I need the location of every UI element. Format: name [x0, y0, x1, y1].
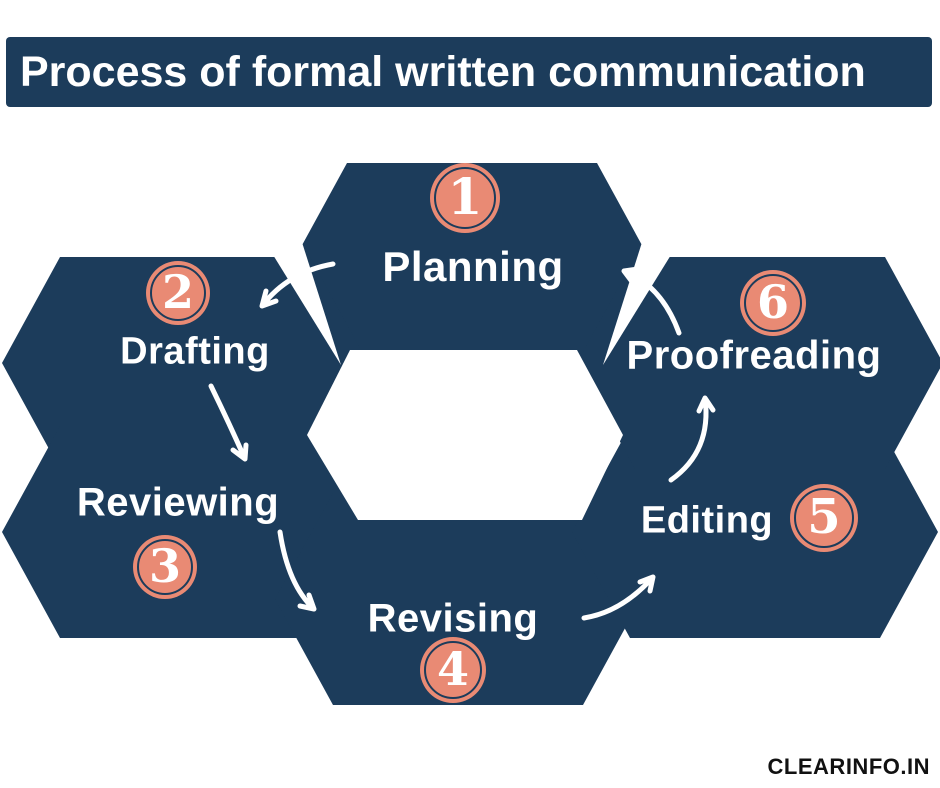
step-badge-5: 5 — [790, 484, 858, 552]
hexagon-editing — [572, 426, 938, 638]
step-label-editing: Editing — [640, 499, 774, 542]
step-number-1: 1 — [447, 166, 483, 226]
step-number-4: 4 — [436, 641, 469, 696]
seam-top-left — [270, 236, 341, 365]
center-hexagon-hole — [307, 350, 623, 520]
title-bar: Process of formal written communication — [6, 37, 932, 107]
step-label-reviewing: Reviewing — [76, 480, 280, 525]
step-badge-3: 3 — [133, 535, 197, 599]
step-label-drafting: Drafting — [120, 330, 270, 373]
arrow-planning-to-drafting — [259, 261, 336, 309]
step-badge-2: 2 — [146, 261, 210, 325]
arrow-revising-to-editing — [581, 574, 656, 621]
arrow-proofreading-to-planning — [621, 266, 682, 336]
hexagon-planning — [289, 163, 655, 375]
step-badge-4: 4 — [420, 637, 486, 703]
arrow-editing-to-proofreading — [668, 395, 716, 483]
hexagon-revising — [275, 493, 641, 705]
step-number-2: 2 — [161, 264, 194, 319]
seam-top-right — [603, 236, 674, 365]
step-badge-6: 6 — [740, 270, 806, 336]
step-number-5: 5 — [807, 488, 841, 545]
step-badge-1: 1 — [430, 163, 500, 233]
step-label-planning: Planning — [382, 243, 564, 290]
hexagon-drafting — [2, 257, 368, 469]
arrow-reviewing-to-revising — [277, 529, 317, 612]
cycle-arrows — [208, 261, 716, 621]
page-title: Process of formal written communication — [20, 47, 866, 96]
brand-watermark: CLEARINFO.IN — [767, 754, 930, 779]
step-label-revising: Revising — [367, 596, 539, 641]
step-label-proofreading: Proofreading — [626, 333, 882, 378]
step-number-6: 6 — [756, 274, 789, 329]
hexagon-reviewing — [2, 426, 368, 638]
arrow-drafting-to-reviewing — [208, 383, 249, 462]
step-number-3: 3 — [148, 538, 181, 593]
